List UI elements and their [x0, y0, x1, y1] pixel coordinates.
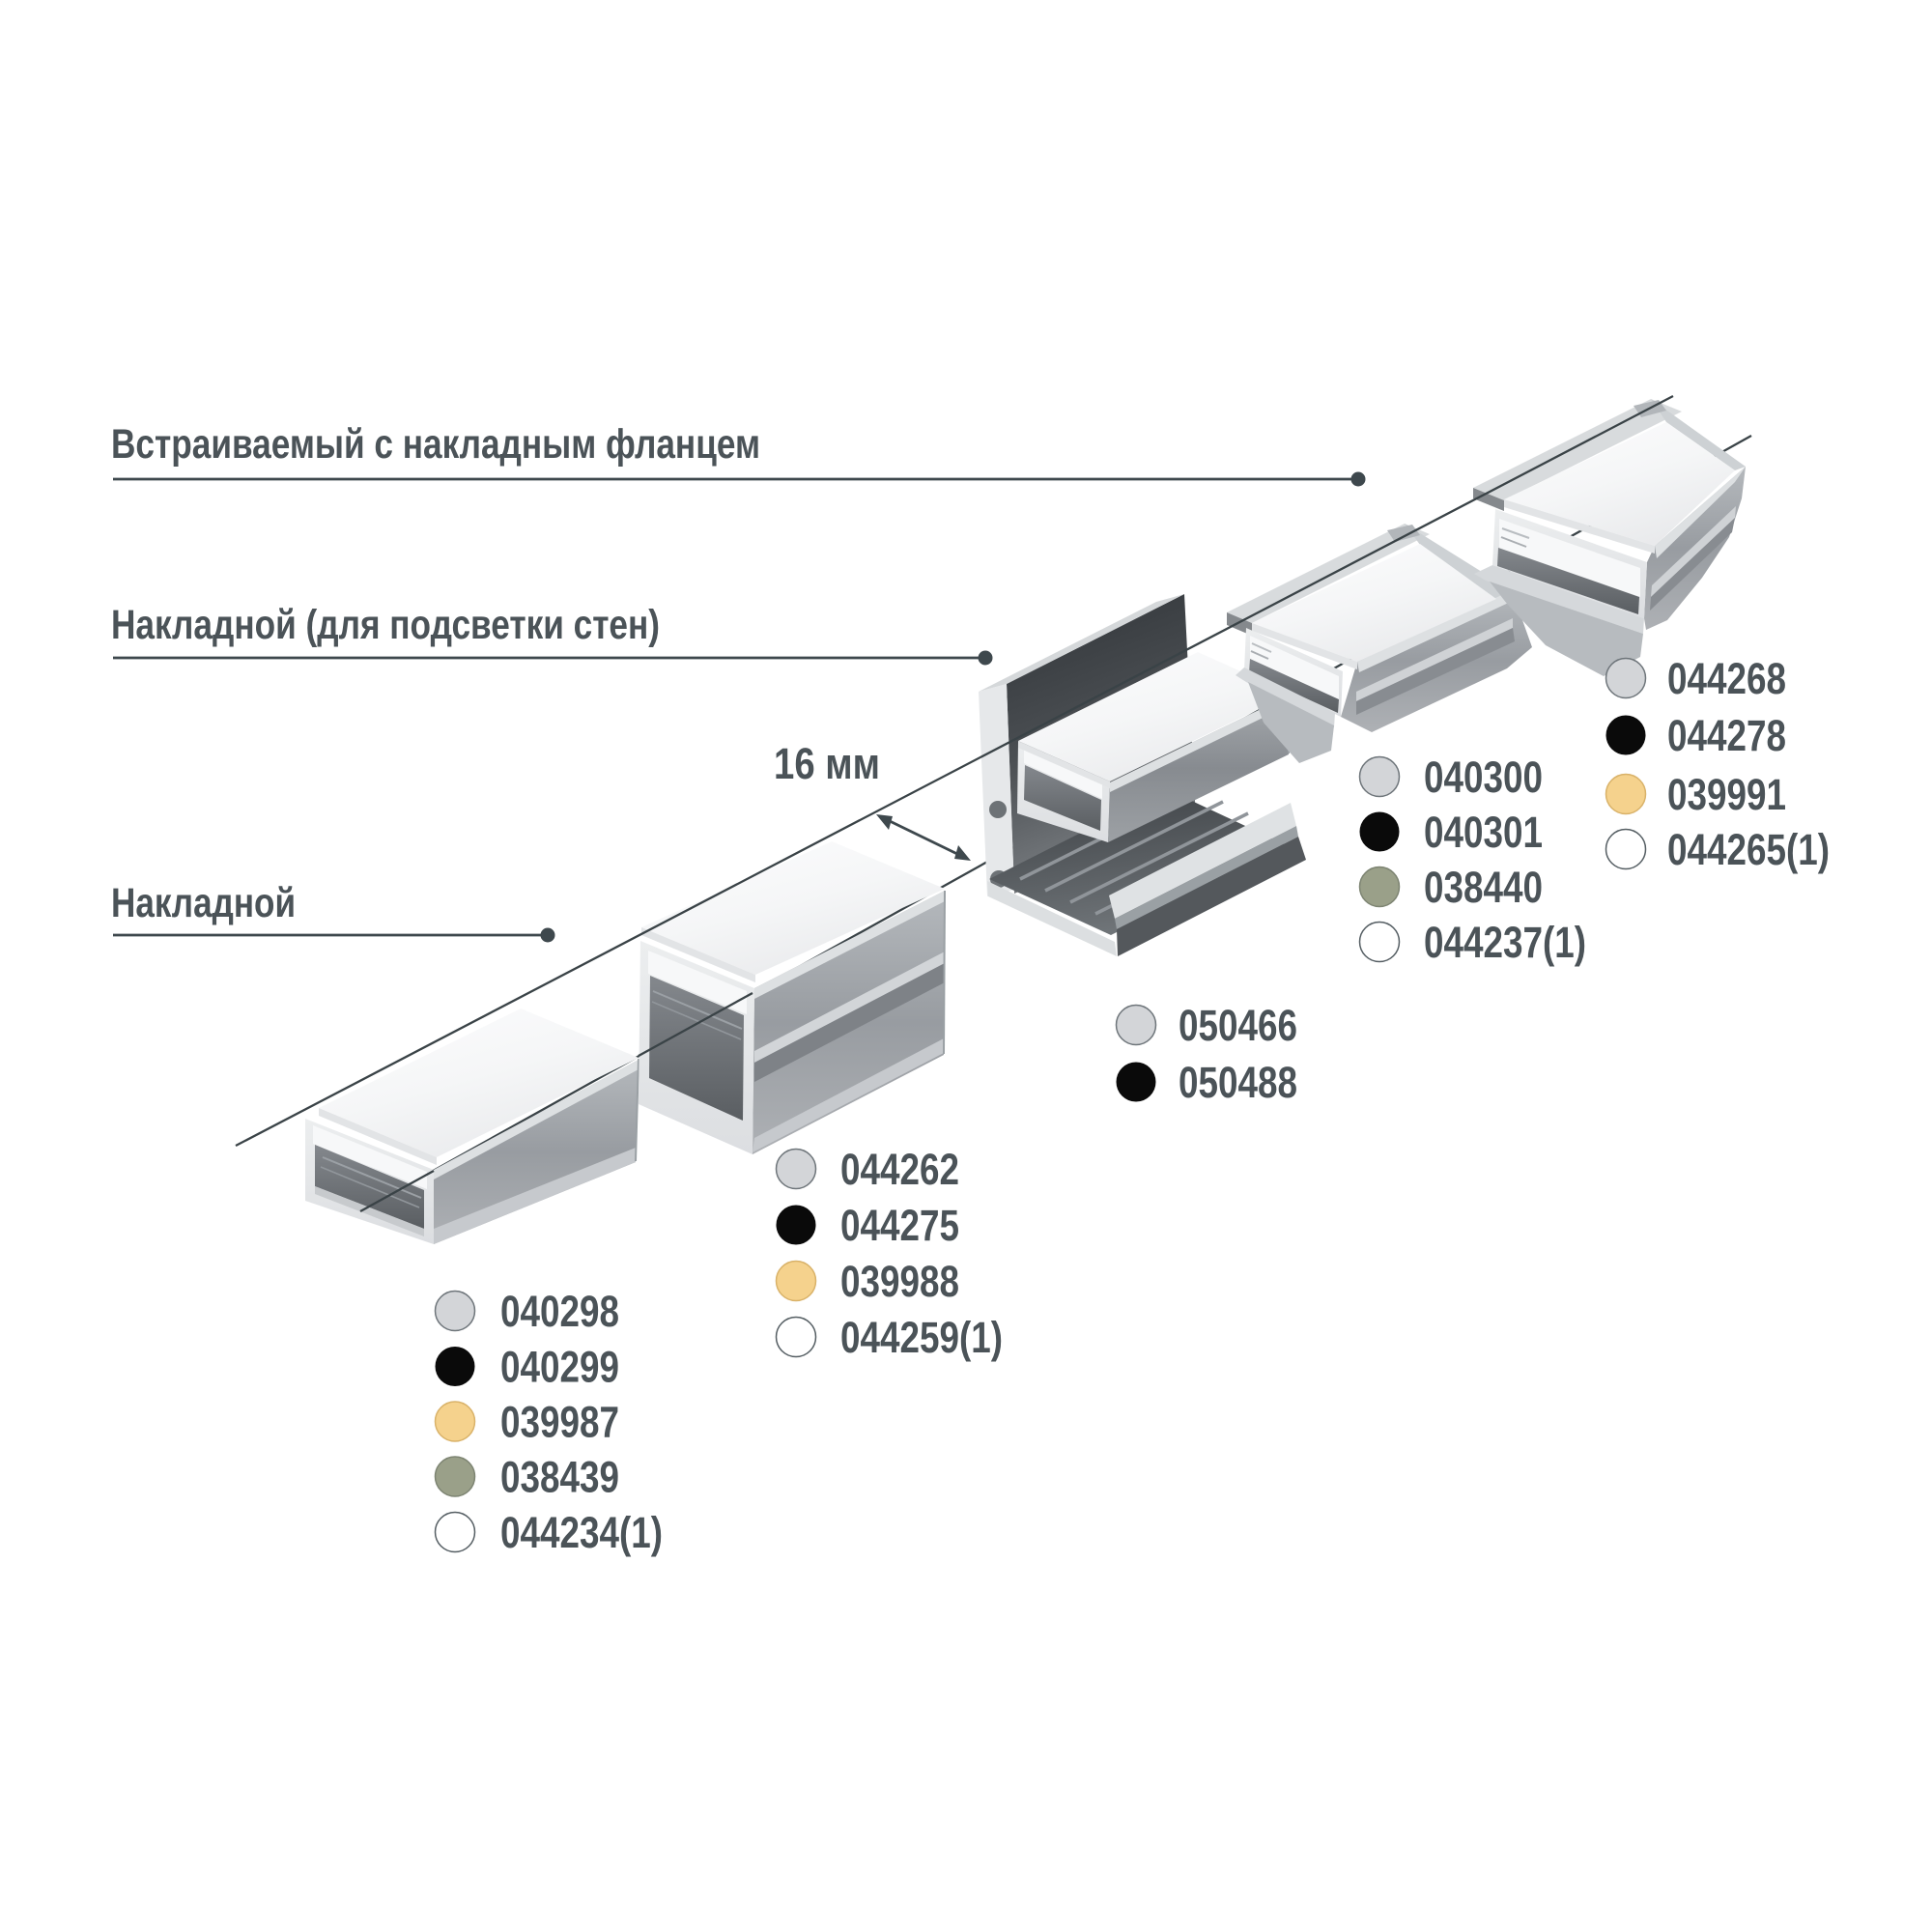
svg-text:Накладной (для подсветки стен): Накладной (для подсветки стен)	[111, 602, 660, 648]
svg-text:044275: 044275	[840, 1201, 959, 1250]
svg-text:040301: 040301	[1424, 808, 1543, 857]
svg-text:044262: 044262	[840, 1145, 959, 1194]
svg-text:040300: 040300	[1424, 753, 1543, 802]
svg-text:044237(1): 044237(1)	[1424, 918, 1586, 967]
svg-text:044268: 044268	[1667, 654, 1786, 703]
svg-text:039988: 039988	[840, 1257, 959, 1306]
svg-text:038440: 038440	[1424, 863, 1543, 912]
svg-text:039991: 039991	[1667, 770, 1786, 819]
svg-text:050488: 050488	[1179, 1058, 1297, 1107]
svg-text:044259(1): 044259(1)	[840, 1313, 1003, 1362]
svg-text:050466: 050466	[1179, 1001, 1297, 1050]
svg-text:038439: 038439	[500, 1453, 619, 1502]
svg-text:044234(1): 044234(1)	[500, 1508, 663, 1557]
svg-text:039987: 039987	[500, 1398, 619, 1447]
svg-text:044265(1): 044265(1)	[1667, 825, 1830, 874]
svg-text:044278: 044278	[1667, 711, 1786, 760]
svg-text:Встраиваемый с накладным фланц: Встраиваемый с накладным фланцем	[111, 421, 760, 468]
svg-text:Накладной: Накладной	[111, 880, 296, 926]
svg-text:040298: 040298	[500, 1287, 619, 1336]
svg-text:040299: 040299	[500, 1343, 619, 1392]
svg-text:16 мм: 16 мм	[774, 739, 880, 788]
